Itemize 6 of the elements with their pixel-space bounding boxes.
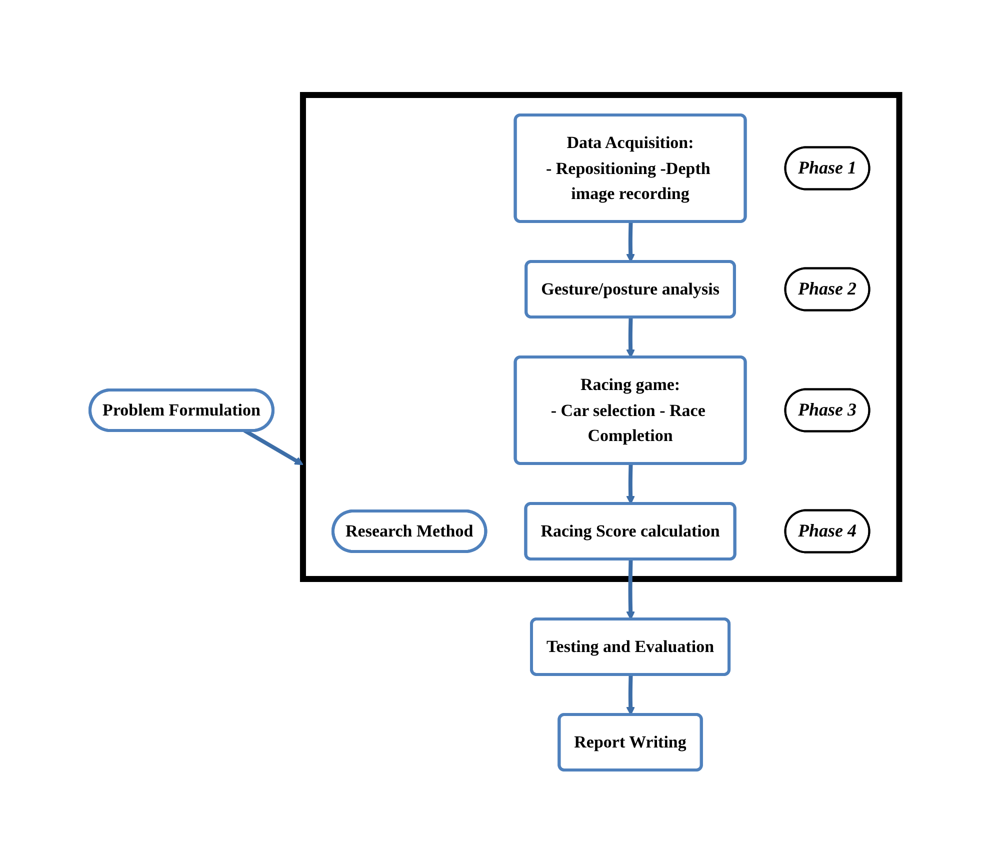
arrow [626,317,636,358]
arrow [626,464,636,504]
arrow [626,559,636,620]
arrow [626,674,636,716]
cluster [300,92,903,582]
arrow [626,222,636,262]
